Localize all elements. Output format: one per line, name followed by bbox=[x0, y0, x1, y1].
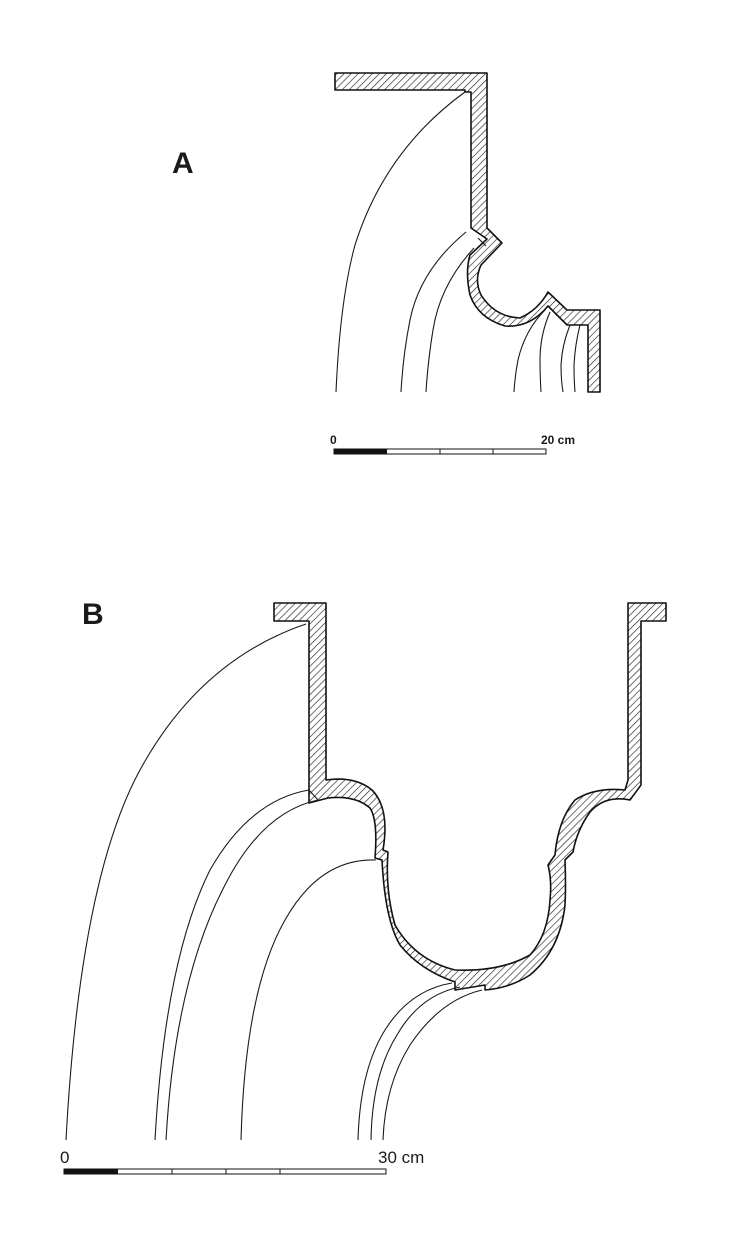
panel-b-moulding-arc-1 bbox=[154, 789, 310, 1141]
panel-b-moulding-arc-4 bbox=[308, 789, 319, 801]
panel-b-outer-arc bbox=[65, 623, 307, 1141]
panel-a-lower-arc-1 bbox=[513, 309, 546, 393]
panel-b-section-profile bbox=[273, 602, 667, 991]
panel-a-moulding-arc-3 bbox=[477, 237, 487, 247]
panel-b: B 0 30 cm bbox=[60, 598, 667, 1175]
panel-b-lower-arc-2 bbox=[370, 986, 461, 1141]
panel-a-scale-bar: 0 20 cm bbox=[330, 433, 575, 455]
panel-b-scale-bar: 0 30 cm bbox=[60, 1148, 424, 1175]
panel-a-section-profile bbox=[334, 72, 601, 393]
panel-a-lower-arc-3 bbox=[560, 324, 571, 393]
panel-b-lower-arc-1 bbox=[357, 982, 453, 1141]
panel-a-moulding-arc-1 bbox=[400, 231, 467, 393]
panel-b-moulding-arc-2 bbox=[165, 799, 319, 1141]
panel-a: A 0 20 cm bbox=[172, 72, 601, 455]
panel-a-outer-arc bbox=[335, 91, 466, 393]
panel-b-label: B bbox=[82, 598, 104, 631]
panel-a-label: A bbox=[172, 147, 194, 180]
panel-b-lower-arc-3 bbox=[382, 989, 483, 1141]
panel-a-scale-start-label: 0 bbox=[330, 433, 337, 447]
panel-a-scale-end-label: 20 cm bbox=[541, 433, 575, 447]
panel-a-lower-arc-4 bbox=[573, 324, 581, 393]
panel-a-moulding-arc-2 bbox=[425, 247, 475, 393]
panel-b-moulding-arc-3 bbox=[240, 859, 377, 1141]
panel-b-scale-end-label: 30 cm bbox=[378, 1148, 424, 1167]
panel-b-scale-start-label: 0 bbox=[60, 1148, 69, 1167]
panel-a-lower-arc-2 bbox=[539, 311, 551, 393]
